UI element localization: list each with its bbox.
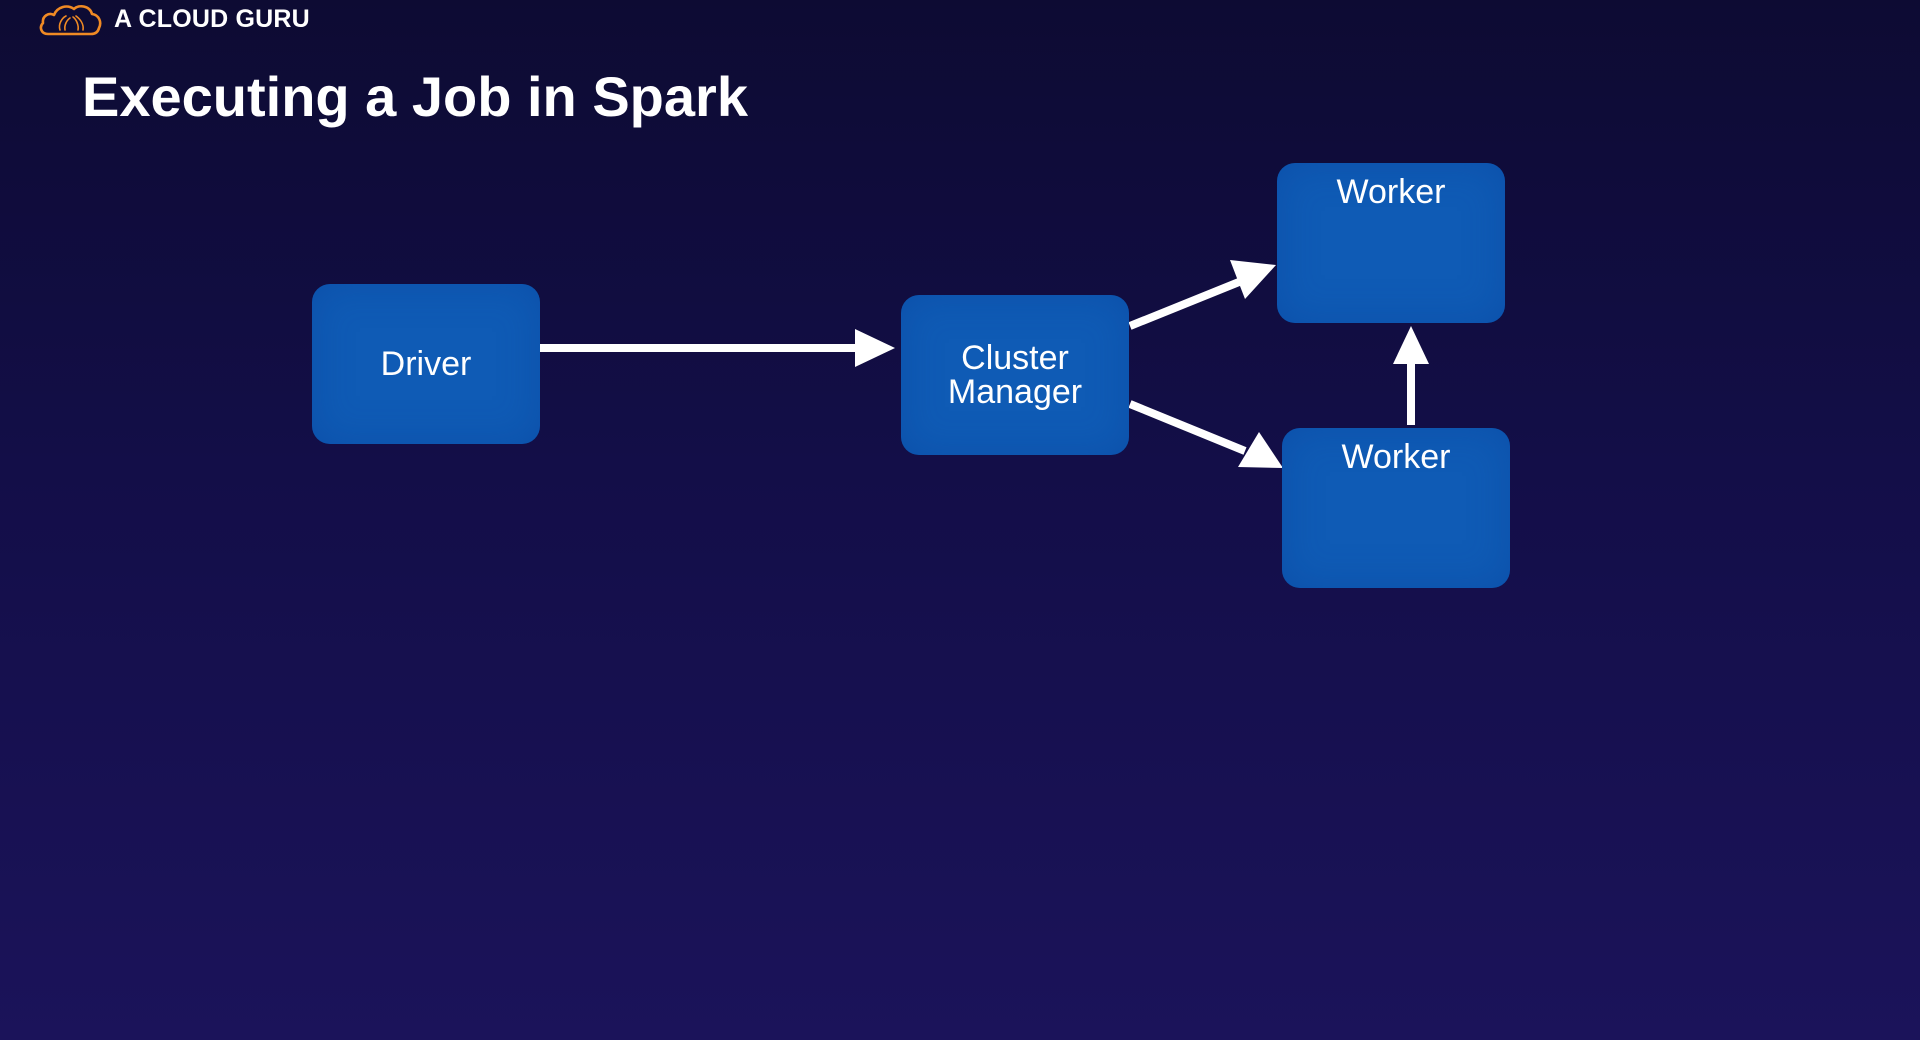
cluster-manager-label-line-1: Cluster [961,339,1069,377]
worker-top-label: Worker [1336,173,1446,211]
worker-node-top: Worker [1277,163,1505,323]
arrow-driver-to-cluster-manager [540,329,895,367]
worker-node-bottom: Worker [1282,428,1510,588]
arrow-cluster-manager-to-worker-top [1128,260,1276,330]
brand-header: A CLOUD GURU [38,0,310,38]
driver-label: Driver [380,345,472,383]
driver-node: Driver [312,284,540,444]
brand-name: A CLOUD GURU [114,4,310,33]
cluster-manager-label-line-2: Manager [947,373,1083,411]
worker-bottom-label: Worker [1341,438,1451,476]
slide-title: Executing a Job in Spark [82,65,748,128]
cloud-logo-icon [39,4,102,36]
arrow-worker-bottom-to-worker-top [1393,326,1429,425]
cluster-manager-node: Cluster Manager [901,295,1129,455]
arrow-cluster-manager-to-worker-bottom [1128,400,1283,468]
